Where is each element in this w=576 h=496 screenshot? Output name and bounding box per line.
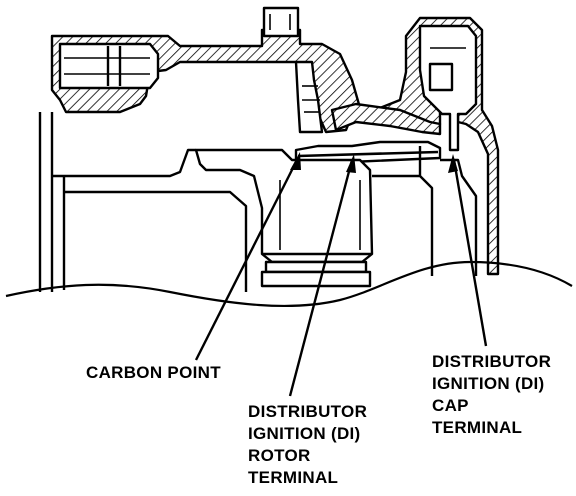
label-line: IGNITION (DI) [248,424,361,443]
label-line: IGNITION (DI) [432,374,545,393]
label-line: ROTOR [248,446,311,465]
label-rotor-terminal: DISTRIBUTOR IGNITION (DI) ROTOR TERMINAL [248,401,367,489]
center-tower [294,60,324,134]
break-line [5,260,573,308]
label-line: TERMINAL [432,418,523,437]
housing-left [38,112,196,292]
cap-bridge [330,102,442,136]
label-line: TERMINAL [248,468,339,487]
label-line: DISTRIBUTOR [432,352,552,371]
rotor-hub [194,148,374,264]
leader-carbon-point [194,157,300,361]
leader-cap-terminal [452,159,488,347]
label-cap-terminal: DISTRIBUTOR IGNITION (DI) CAP TERMINAL [432,351,551,439]
label-carbon-point-text: CARBON POINT [86,363,221,382]
arrowhead-rotor-terminal [346,154,356,173]
top-vent [262,6,300,38]
label-carbon-point: CARBON POINT [86,362,221,384]
arrowhead-cap-terminal [448,154,458,173]
arrowhead-carbon-point [290,152,301,170]
housing-right [372,146,434,276]
label-line: DISTRIBUTOR [248,402,368,421]
label-line: CAP [432,396,469,415]
leader-rotor-terminal [288,159,354,397]
